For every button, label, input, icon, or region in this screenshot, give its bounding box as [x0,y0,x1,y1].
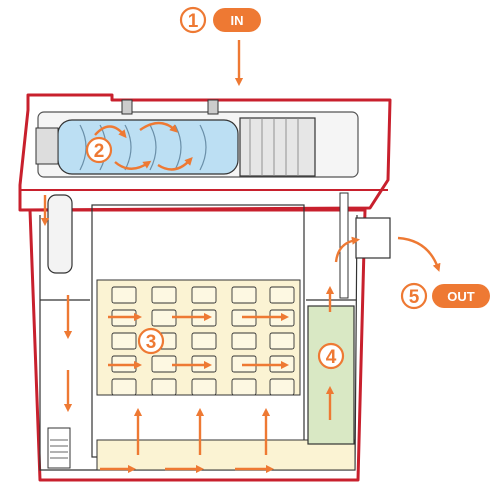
media-cell [269,378,295,396]
arrow-swirl-2 [139,121,178,133]
pump-connector [35,127,59,165]
media-cell [231,332,257,350]
media-cell [111,378,137,396]
media-cell [111,286,137,304]
media-cell [231,286,257,304]
filter-media-block [91,204,356,471]
step-5-marker: 5 OUT [400,282,490,310]
step-4-marker: 4 [317,342,345,370]
arrow-to-outlet [334,236,361,263]
step-1-pill [213,8,261,32]
arrow-swirl-3 [114,160,152,170]
media-cell [269,286,295,304]
arrow-swirl-4 [157,157,193,171]
arrow-outlet [397,236,441,272]
step-3-number: 3 [146,332,157,353]
inlet-tube [47,194,73,274]
arrow-swirl-1 [94,125,127,139]
uv-pump-assembly [35,99,359,178]
media-cell [191,286,217,304]
flow-arrows [40,40,361,474]
media-cell [191,332,217,350]
outlet-nozzle [355,217,391,259]
step-3-marker: 3 [137,327,165,355]
step-2-number: 2 [94,141,105,162]
lower-sponge [96,439,356,471]
uv-lamp-chamber [57,119,239,175]
step-5-label: OUT [447,289,475,304]
bio-chamber [307,305,355,445]
top-screw-right [207,99,219,115]
media-cell [111,332,137,350]
media-cell [151,378,177,396]
media-cell [231,378,257,396]
step-2-marker: 2 [85,136,113,164]
pump-motor [239,117,316,177]
media-cell [269,332,295,350]
top-screw-left [121,99,133,115]
step-5-pill [432,284,490,308]
media-cell [151,286,177,304]
drain-vent [47,427,71,469]
step-1-number: 1 [188,11,199,32]
step-1-label: IN [231,13,244,28]
step-1-marker: 1 IN [179,6,261,34]
media-cell [191,378,217,396]
step-5-number: 5 [409,287,420,308]
step-4-number: 4 [326,347,337,368]
